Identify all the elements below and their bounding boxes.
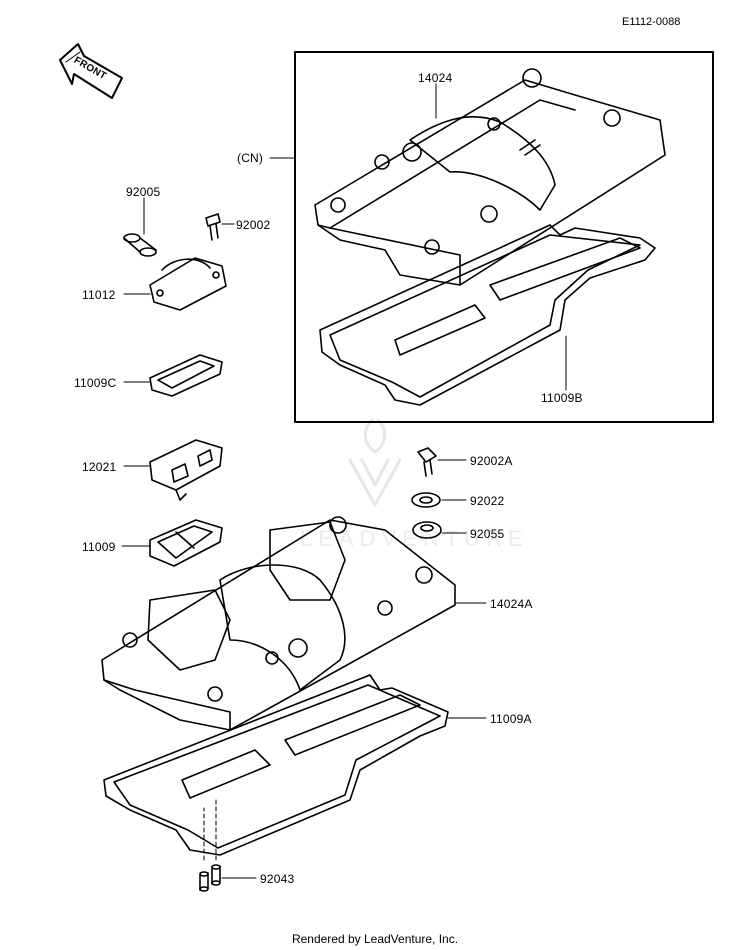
part-label-14024: 14024 [418,71,453,85]
gasket-11009a [103,674,449,856]
part-label-92043: 92043 [260,872,295,886]
cylinder-head-cover-cn [314,68,666,286]
grommet-92055 [412,521,442,539]
gasket-11009 [149,519,223,567]
bolt-92002a [417,447,437,477]
part-label-12021: 12021 [82,460,117,474]
california-box [294,51,714,423]
dowel-pins-92043 [199,799,221,892]
part-label-92002a: 92002A [470,454,513,468]
cap-92005 [123,233,157,257]
part-label-11012: 11012 [82,288,116,302]
cover-11012 [149,257,227,311]
front-arrow-icon [59,43,123,99]
footer-credit: Rendered by LeadVenture, Inc. [291,932,459,946]
gasket-11009b [319,224,656,406]
part-label-14024a: 14024A [490,597,533,611]
washer-92022 [411,492,441,508]
part-label-92005: 92005 [126,185,161,199]
watermark-logo [348,418,402,507]
bolt-92002 [205,213,221,241]
part-label-11009a: 11009A [490,712,532,726]
part-label-11009: 11009 [82,540,116,554]
part-label-92022: 92022 [470,494,505,508]
gasket-11009c [149,354,223,397]
cn-label: (CN) [237,151,264,165]
document-id: E1112-0088 [622,16,681,28]
part-label-92002: 92002 [236,218,271,232]
part-label-92055: 92055 [470,527,505,541]
part-label-11009b: 11009B [541,391,583,405]
part-label-11009c: 11009C [74,376,117,390]
plate-12021 [149,439,223,501]
cylinder-head-cover-14024a [101,516,456,731]
